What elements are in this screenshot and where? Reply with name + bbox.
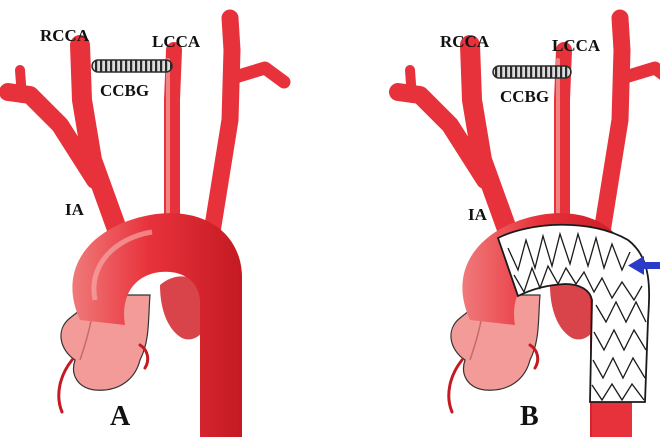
panel-label-b: B	[520, 401, 539, 432]
panel-b: RCCA LCCA CCBG IA B	[398, 18, 660, 437]
label-ccbg: CCBG	[500, 87, 549, 106]
label-lcca: LCCA	[152, 32, 201, 51]
panel-label-a: A	[110, 401, 131, 432]
label-rcca: RCCA	[40, 26, 90, 45]
ccbg-graft	[493, 66, 571, 78]
label-lcca: LCCA	[552, 36, 601, 55]
label-ia: IA	[468, 205, 488, 224]
label-ia: IA	[65, 200, 85, 219]
panel-a: RCCA LCCA CCBG IA A	[8, 18, 284, 437]
ccbg-graft	[92, 60, 172, 72]
label-rcca: RCCA	[440, 32, 490, 51]
label-ccbg: CCBG	[100, 81, 149, 100]
